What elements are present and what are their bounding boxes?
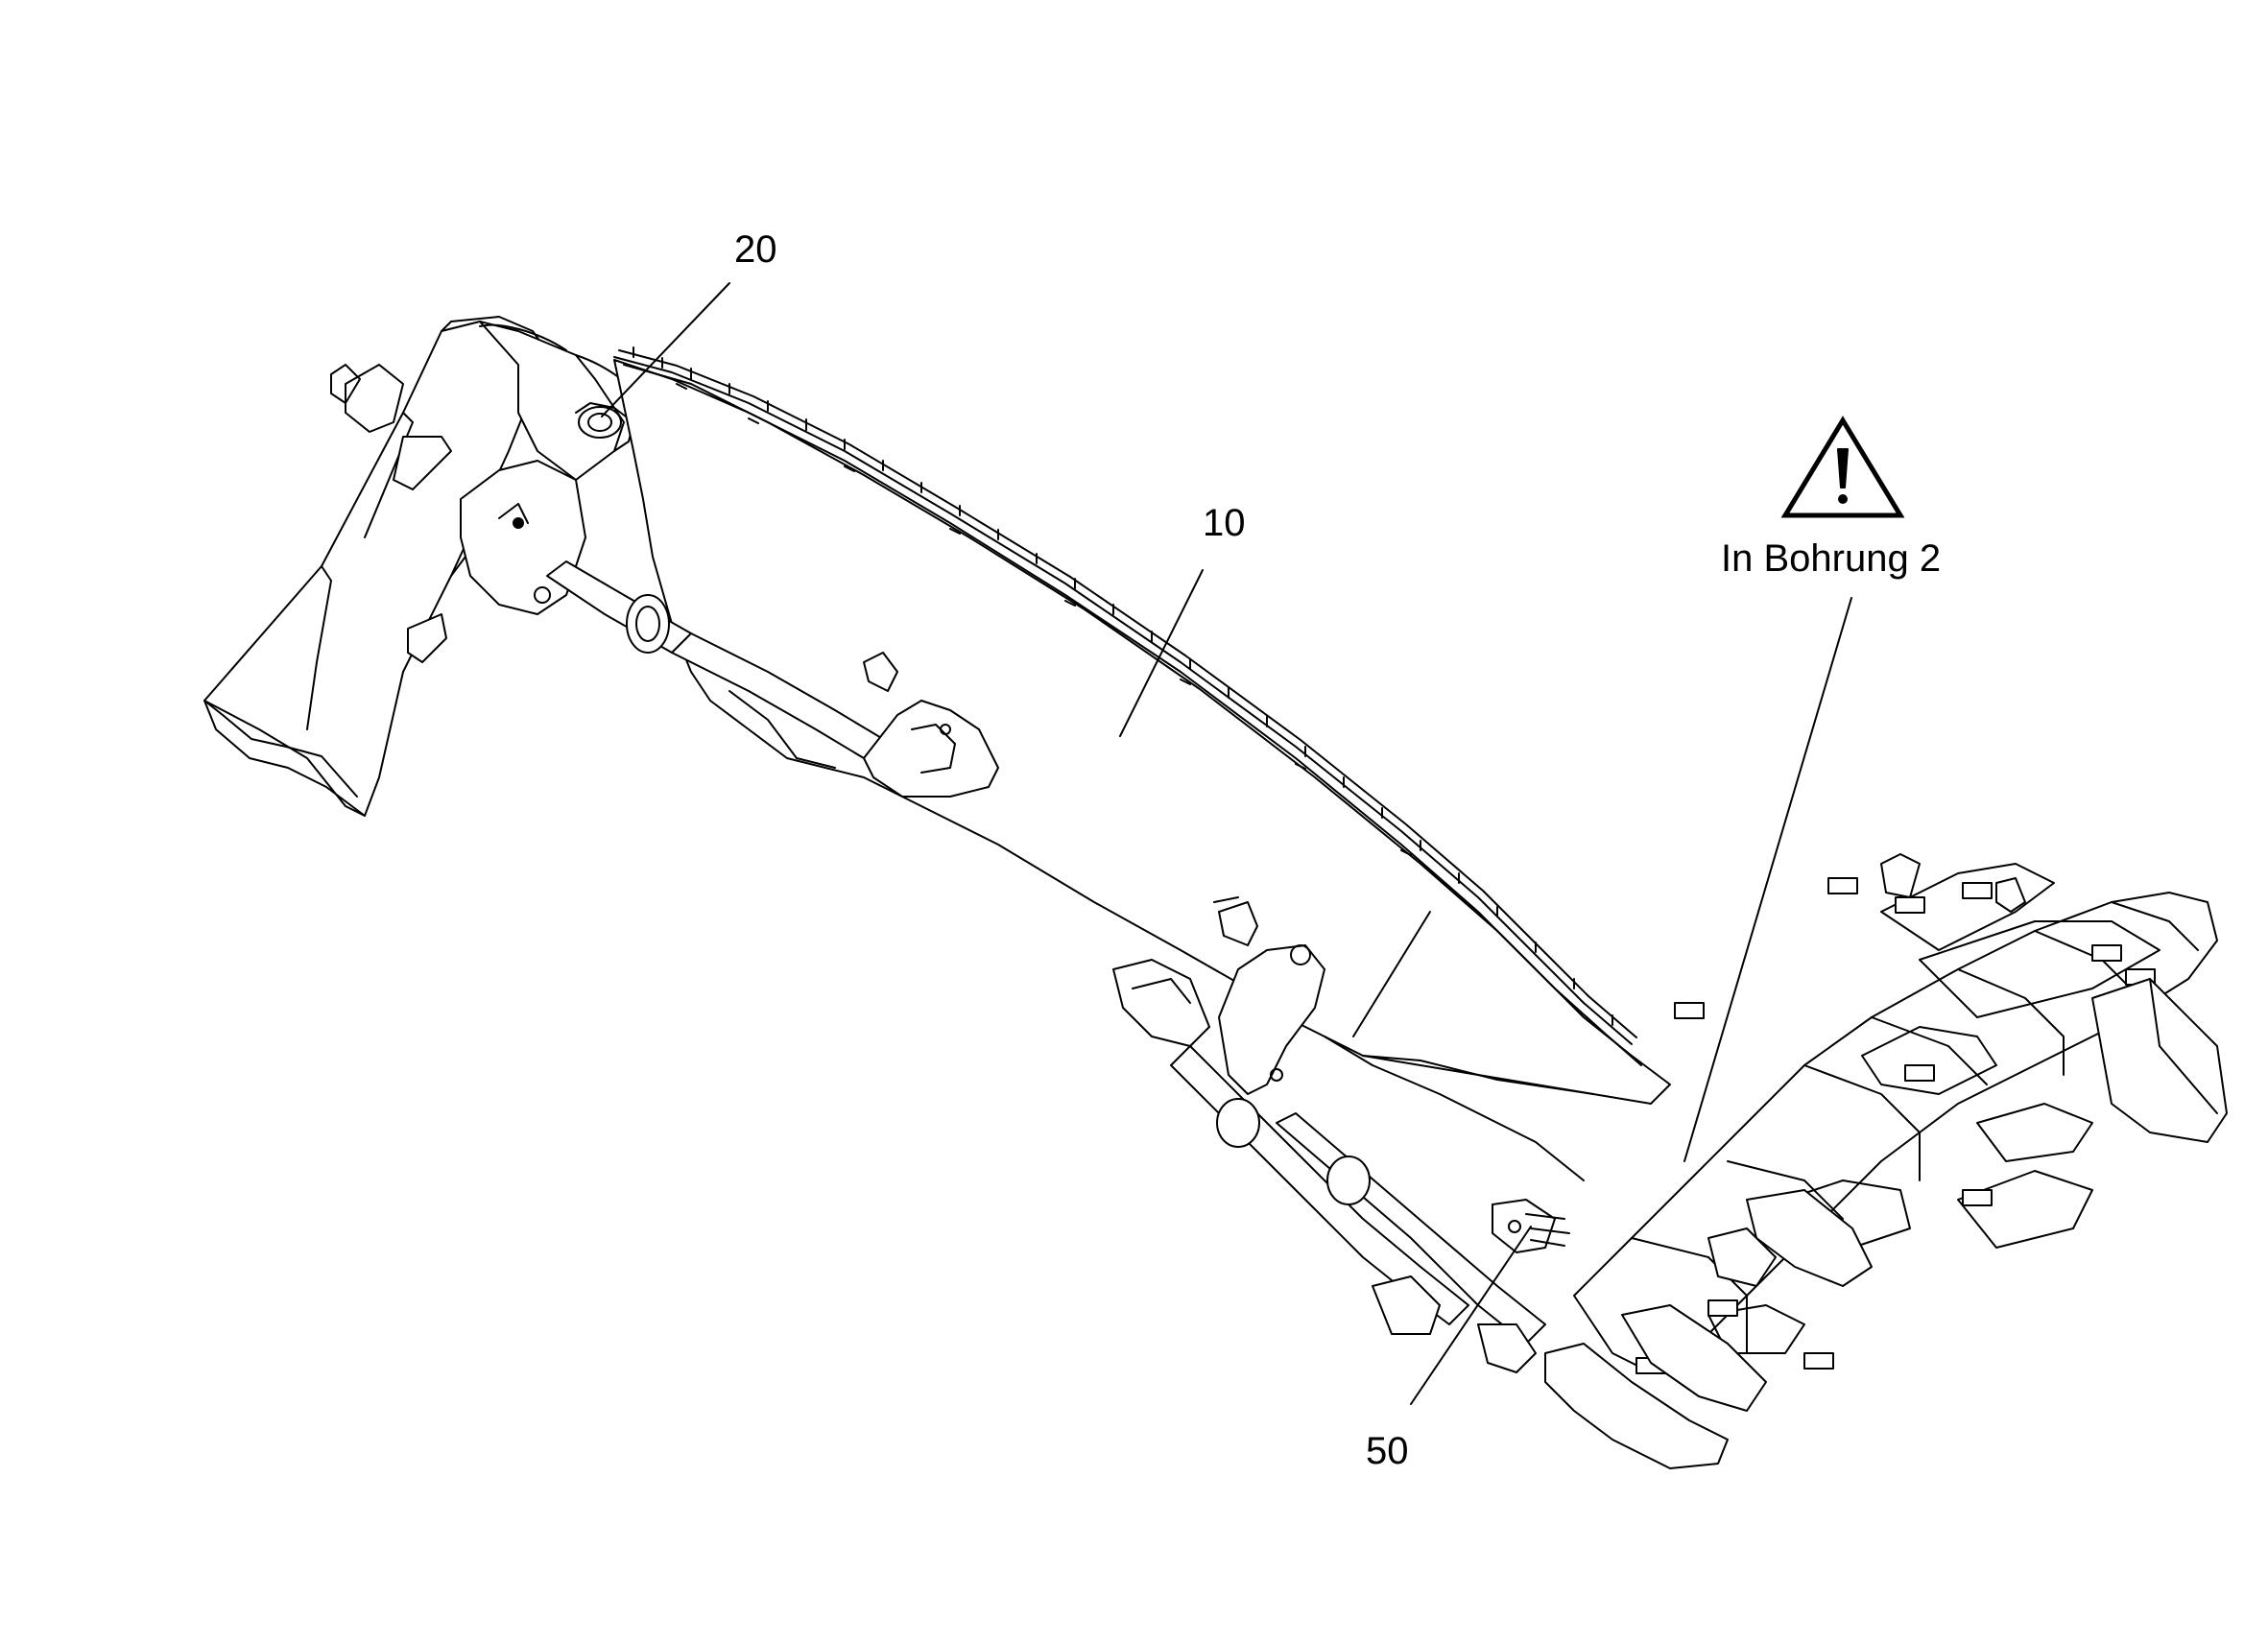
callout-leader-lines: [602, 283, 1851, 1404]
callout-number-20: 20: [734, 228, 777, 271]
pin-assembly-part-20: [576, 403, 633, 451]
leader-line-20: [602, 283, 729, 417]
chassis-end-box: [1881, 854, 2227, 1142]
lower-mount-bracket: [1113, 897, 1325, 1094]
callout-number-10: 10: [1203, 502, 1246, 544]
upper-hydraulic-cylinder: [547, 561, 998, 797]
callout-number-50: 50: [1366, 1430, 1409, 1472]
cable-tray-rail: [614, 347, 1636, 1044]
warning-triangle-icon: [1785, 420, 1900, 515]
stick-arm-part: [204, 317, 557, 816]
leader-line-warning: [1684, 598, 1851, 1161]
leader-line-10: [1120, 570, 1203, 736]
connector-part-50: [1492, 1200, 1569, 1252]
main-boom-part-10: [614, 360, 1670, 1180]
leader-line-50: [1411, 1227, 1531, 1404]
chassis-frame: [1574, 864, 2217, 1372]
lower-hydraulic-cylinders: [1171, 1046, 1545, 1372]
chassis-lower-rail: [1545, 1190, 1872, 1468]
warning-label: In Bohrung 2: [1721, 537, 1942, 580]
